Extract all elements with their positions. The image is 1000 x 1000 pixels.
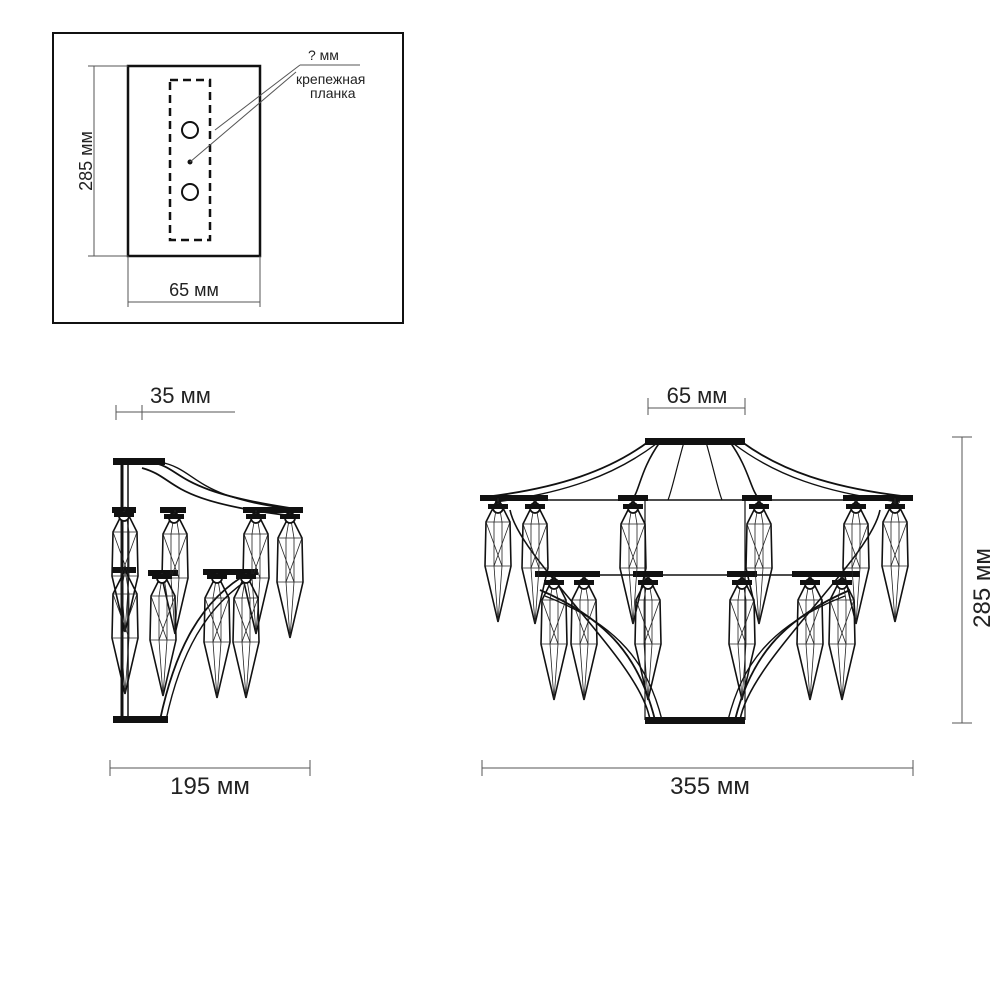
wall-plate xyxy=(126,64,262,258)
front-crystal-1 xyxy=(484,497,512,623)
side-crystal-7 xyxy=(203,573,231,699)
front-top-label: 65 мм xyxy=(667,383,728,408)
screw-hole-bottom xyxy=(181,183,199,201)
mount-width-label: 65 мм xyxy=(169,280,219,300)
screw-hole-top xyxy=(181,121,199,139)
front-crystal-6 xyxy=(881,497,909,623)
bracket-label-line2: планка xyxy=(310,85,356,101)
front-crystal-7 xyxy=(540,575,568,701)
front-crystal-3 xyxy=(619,499,647,625)
mount-view-frame xyxy=(52,32,404,324)
front-crystal-12 xyxy=(828,575,856,701)
screw-size-label: ? мм xyxy=(308,47,339,63)
mounting-bracket xyxy=(168,78,212,242)
front-view: 65 мм xyxy=(480,383,996,800)
side-crystal-6 xyxy=(276,513,304,639)
mount-view: ? мм крепежная планка 285 мм 65 мм xyxy=(52,32,404,324)
bracket-label-line1: крепежная xyxy=(296,71,365,87)
front-height-label: 285 мм xyxy=(969,548,996,628)
front-crystal-8 xyxy=(570,575,598,701)
side-depth-label: 195 мм xyxy=(170,773,250,800)
screw-leader xyxy=(214,64,301,131)
side-offset-label: 35 мм xyxy=(150,383,211,408)
front-crystal-4 xyxy=(745,499,773,625)
front-width-label: 355 мм xyxy=(670,773,750,800)
front-crystal-11 xyxy=(796,575,824,701)
mount-height-label: 285 мм xyxy=(76,131,96,191)
side-view: 35 мм xyxy=(109,383,311,800)
bracket-leader xyxy=(189,71,297,163)
front-crystal-5 xyxy=(842,499,870,625)
